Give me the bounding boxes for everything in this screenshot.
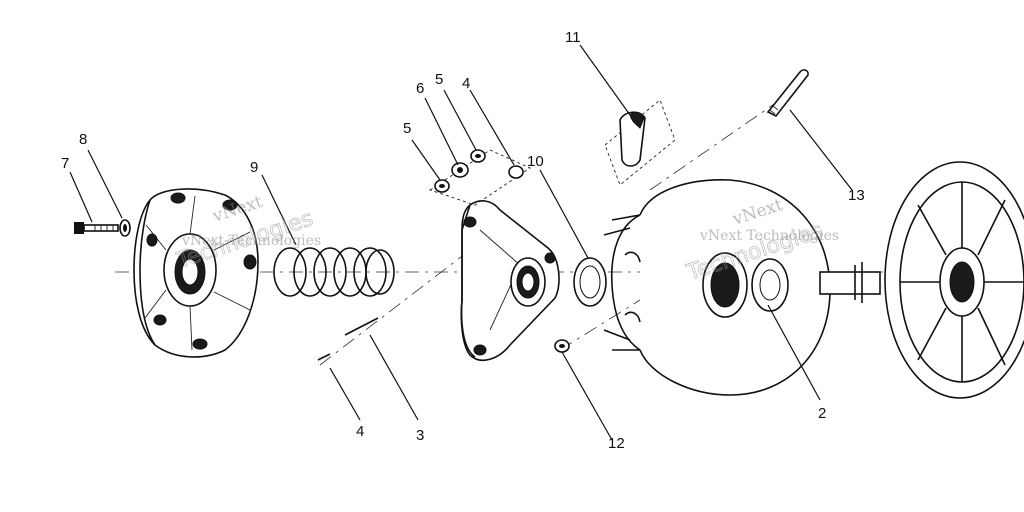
pin-3 bbox=[344, 317, 379, 336]
washer-10 bbox=[573, 257, 607, 307]
leader-10 bbox=[539, 169, 589, 259]
pin-4-lower bbox=[317, 353, 331, 361]
pin-13 bbox=[766, 69, 809, 118]
washer-8 bbox=[119, 219, 131, 237]
leader-6 bbox=[424, 97, 459, 166]
callout-6: 6 bbox=[416, 80, 424, 97]
leader-11 bbox=[579, 44, 631, 116]
leader-8 bbox=[87, 149, 123, 219]
callout-7: 7 bbox=[61, 155, 69, 172]
callout-13: 13 bbox=[848, 187, 865, 204]
leader-4-upper bbox=[469, 89, 515, 166]
callout-4-lower: 4 bbox=[356, 423, 364, 440]
roller-kit bbox=[428, 149, 531, 206]
leader-3 bbox=[369, 334, 419, 421]
leader-5-right bbox=[443, 89, 477, 151]
callout-12: 12 bbox=[608, 435, 625, 452]
leader-9 bbox=[261, 174, 297, 246]
leader-12 bbox=[561, 351, 613, 441]
leader-4-lower bbox=[329, 367, 361, 421]
svg-text:vNext Technologies: vNext Technologies bbox=[699, 228, 839, 244]
oblique-axis-3 bbox=[649, 99, 781, 191]
spider-cover bbox=[133, 188, 259, 358]
callout-10: 10 bbox=[527, 153, 544, 170]
nut-12 bbox=[554, 339, 570, 353]
callout-5-left: 5 bbox=[403, 120, 411, 137]
moveable-sheave bbox=[603, 179, 831, 396]
leader-13 bbox=[789, 109, 853, 191]
bushing-11 bbox=[604, 99, 676, 186]
bolt-7 bbox=[74, 222, 119, 234]
leader-2 bbox=[767, 304, 821, 401]
callout-2: 2 bbox=[818, 405, 826, 422]
callout-4-upper: 4 bbox=[462, 75, 470, 92]
oblique-axis-2 bbox=[559, 299, 641, 351]
callout-9: 9 bbox=[250, 159, 258, 176]
svg-text:vNext Technologies: vNext Technologies bbox=[181, 233, 321, 249]
leader-7 bbox=[69, 171, 93, 223]
oblique-axis bbox=[319, 249, 471, 366]
spring-9 bbox=[273, 247, 395, 297]
callout-8: 8 bbox=[79, 131, 87, 148]
callout-3: 3 bbox=[416, 427, 424, 444]
spider bbox=[460, 200, 560, 361]
leader-5-left bbox=[411, 139, 441, 181]
callout-11: 11 bbox=[565, 29, 581, 46]
fixed-sheave bbox=[819, 161, 1024, 399]
callout-5-right: 5 bbox=[435, 71, 443, 88]
